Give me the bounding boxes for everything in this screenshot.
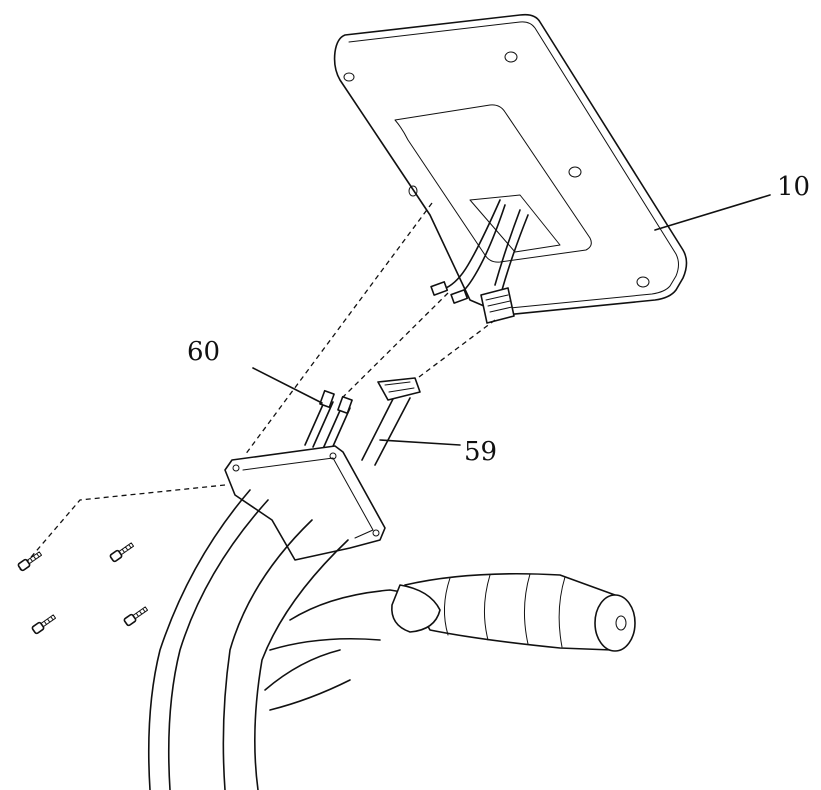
mounting-hole bbox=[568, 166, 582, 178]
assembly-guide-lines bbox=[19, 202, 496, 571]
screw bbox=[31, 614, 57, 635]
handlebar-frame bbox=[147, 445, 636, 790]
screw bbox=[17, 551, 43, 572]
callout-label-60: 60 bbox=[187, 337, 220, 367]
callout-leaders bbox=[252, 194, 771, 446]
mounting-hole bbox=[504, 51, 518, 63]
connector-59-plug bbox=[377, 377, 421, 401]
panel-wiring bbox=[430, 199, 529, 324]
connector-multi-pin bbox=[480, 287, 515, 324]
callout-label-10: 10 bbox=[777, 172, 810, 202]
connector-small bbox=[450, 289, 469, 304]
grip-end-cap bbox=[594, 594, 636, 652]
screws bbox=[17, 542, 149, 635]
callout-label-59: 59 bbox=[464, 437, 497, 467]
mounting-hole bbox=[408, 185, 418, 197]
console-mounting-plate bbox=[333, 13, 688, 316]
screw bbox=[123, 606, 149, 627]
cable-59 bbox=[361, 394, 411, 466]
connector-small bbox=[430, 281, 449, 296]
mounting-hole bbox=[343, 72, 355, 82]
screw bbox=[109, 542, 135, 563]
mounting-hole bbox=[636, 276, 650, 288]
